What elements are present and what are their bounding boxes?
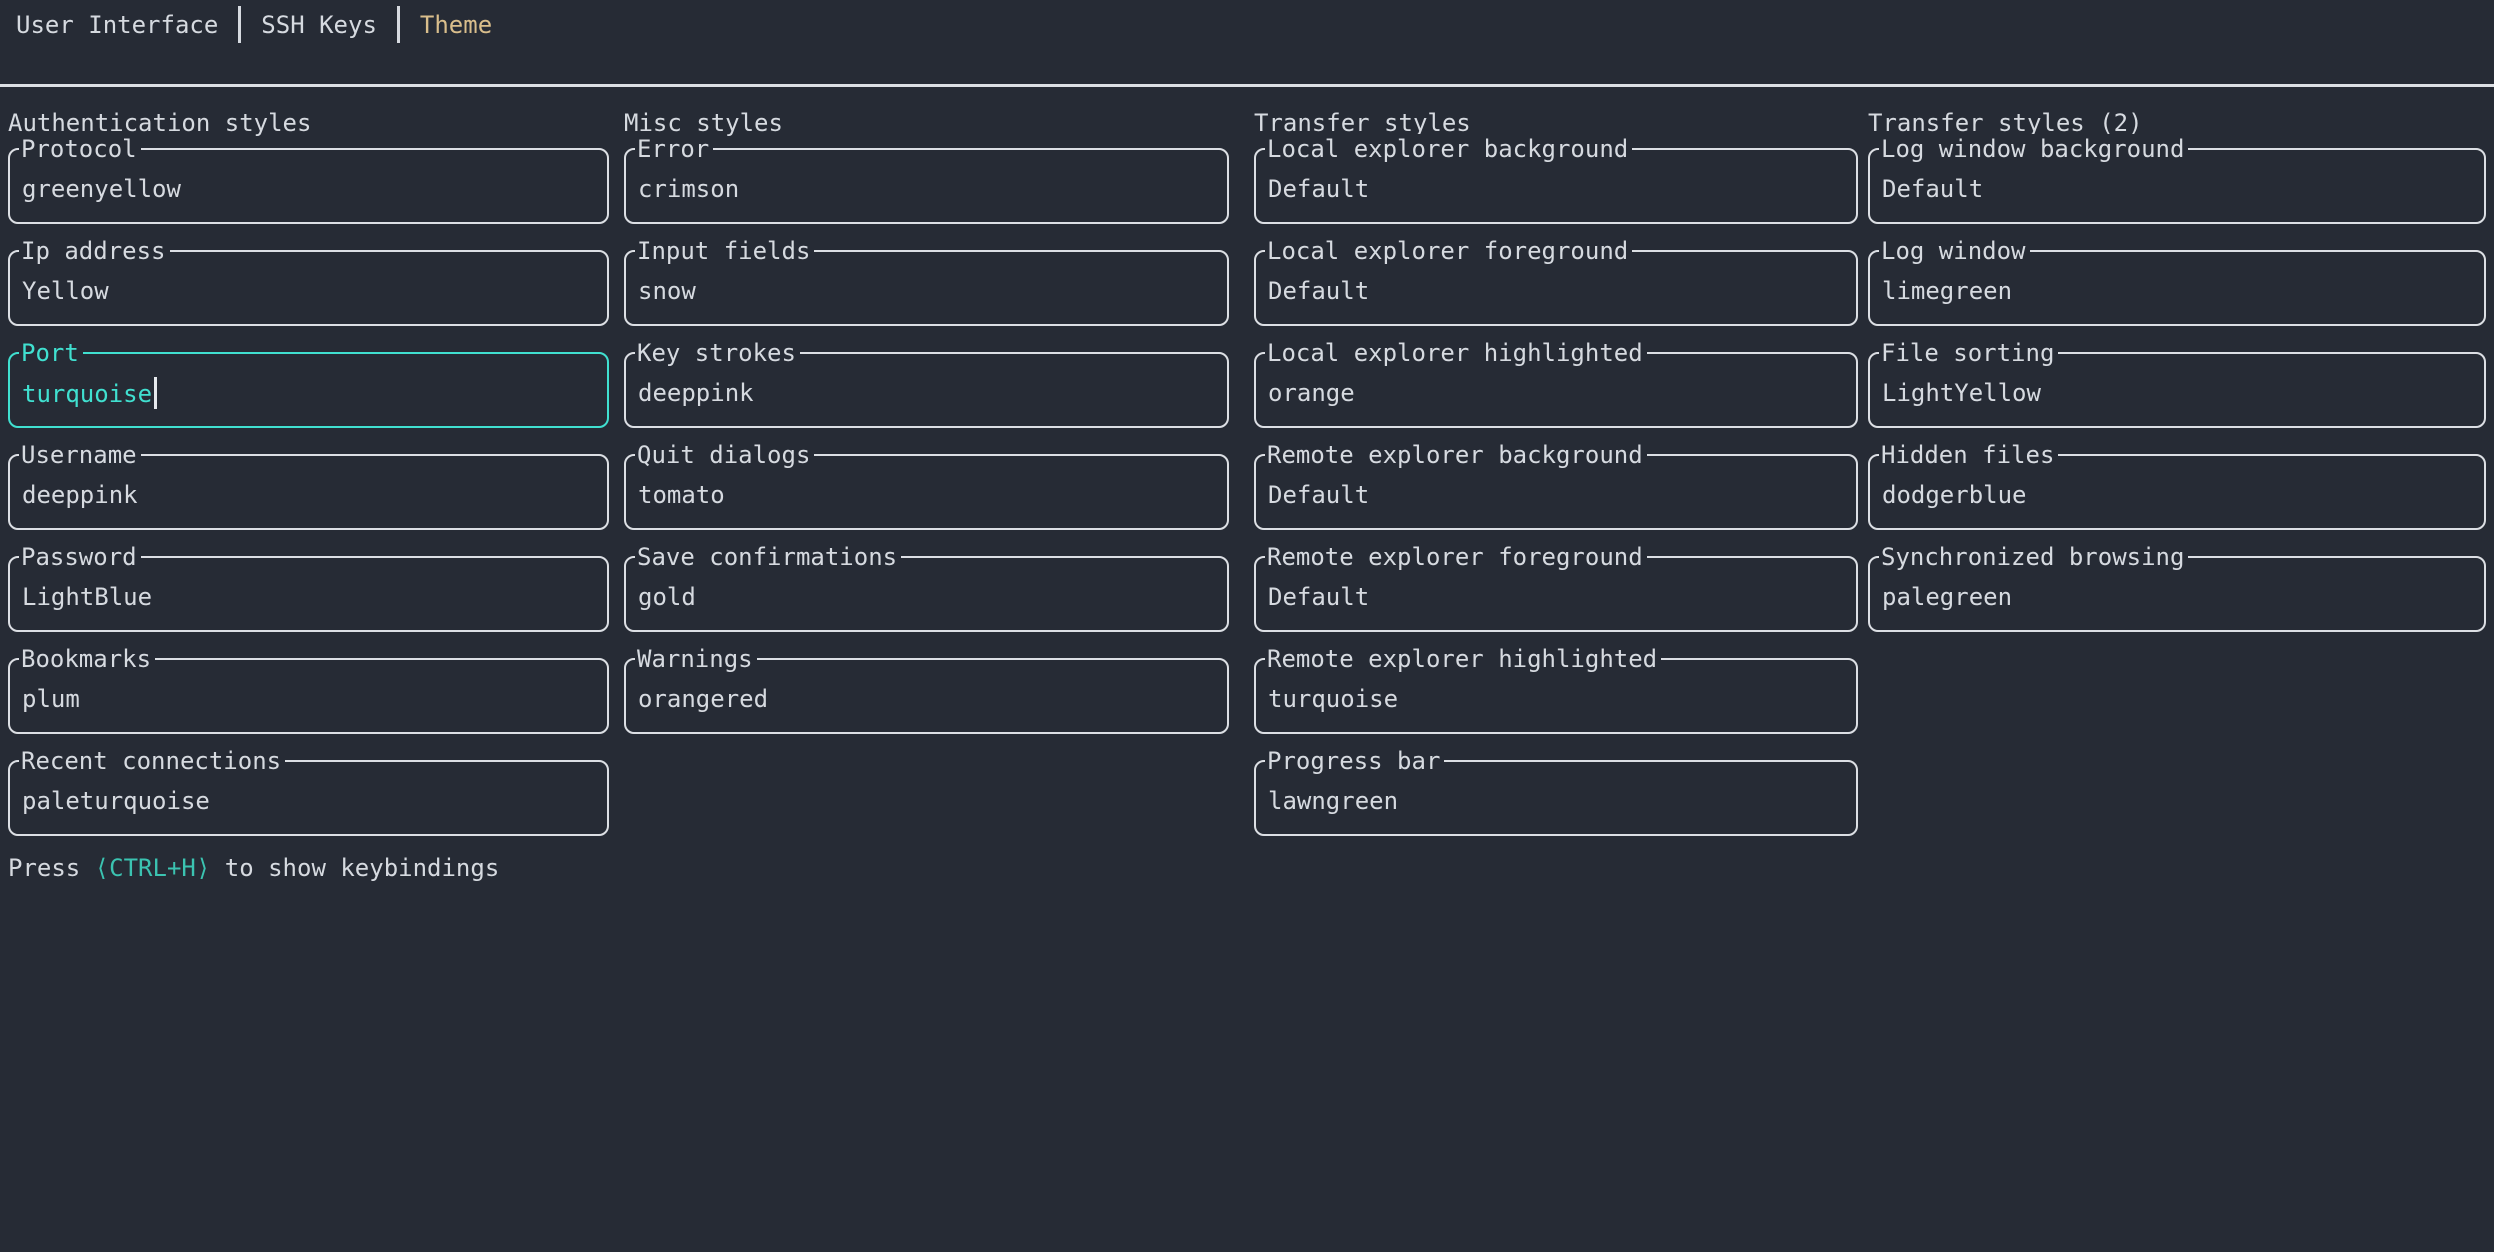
column-title: Transfer styles (2) (1868, 109, 2143, 137)
field-value: Default (1268, 175, 1370, 203)
field-value: Yellow (22, 277, 109, 305)
column-transfer-styles-2: Transfer styles (2) Log window backgroun… (1868, 106, 2486, 658)
field-save-confirmations[interactable]: Save confirmations gold (624, 542, 1229, 632)
keybinding-hint-prefix: Press (8, 854, 95, 882)
field-key-strokes[interactable]: Key strokes deeppink (624, 338, 1229, 428)
field-local-explorer-highlighted[interactable]: Local explorer highlighted orange (1254, 338, 1858, 428)
field-value: lawngreen (1268, 787, 1399, 815)
field-local-explorer-background[interactable]: Local explorer background Default (1254, 134, 1858, 224)
field-label: Warnings (635, 644, 757, 674)
field-label: Save confirmations (635, 542, 902, 572)
tab-user-interface[interactable]: User Interface (16, 10, 219, 39)
field-label: File sorting (1879, 338, 2059, 368)
keybinding-hint: Press ⟨CTRL+H⟩ to show keybindings (8, 851, 499, 885)
field-value: LightBlue (22, 583, 153, 611)
tab-separator-line (0, 84, 2494, 87)
field-hidden-files[interactable]: Hidden files dodgerblue (1868, 440, 2486, 530)
tab-divider (238, 6, 242, 43)
column-title: Misc styles (624, 109, 783, 137)
field-label: Quit dialogs (635, 440, 815, 470)
field-value: LightYellow (1882, 379, 2041, 407)
field-label: Hidden files (1879, 440, 2059, 470)
column-title: Authentication styles (8, 109, 312, 137)
field-value: Default (1268, 277, 1370, 305)
field-label: Remote explorer foreground (1265, 542, 1647, 572)
field-value: limegreen (1882, 277, 2013, 305)
field-value: orangered (638, 685, 769, 713)
keybinding-hint-suffix: to show keybindings (210, 854, 500, 882)
field-label: Remote explorer background (1265, 440, 1647, 470)
field-warnings[interactable]: Warnings orangered (624, 644, 1229, 734)
field-value: gold (638, 583, 696, 611)
field-error[interactable]: Error crimson (624, 134, 1229, 224)
field-remote-explorer-background[interactable]: Remote explorer background Default (1254, 440, 1858, 530)
field-file-sorting[interactable]: File sorting LightYellow (1868, 338, 2486, 428)
field-label: Remote explorer highlighted (1265, 644, 1662, 674)
field-label: Recent connections (19, 746, 286, 776)
field-value: Default (1268, 481, 1370, 509)
column-authentication-styles: Authentication styles Protocol greenyell… (8, 106, 609, 862)
field-remote-explorer-foreground[interactable]: Remote explorer foreground Default (1254, 542, 1858, 632)
field-label: Username (19, 440, 141, 470)
field-quit-dialogs[interactable]: Quit dialogs tomato (624, 440, 1229, 530)
field-value: turquoise (1268, 685, 1399, 713)
field-value: palegreen (1882, 583, 2013, 611)
field-value: Default (1268, 583, 1370, 611)
field-remote-explorer-highlighted[interactable]: Remote explorer highlighted turquoise (1254, 644, 1858, 734)
field-value: snow (638, 277, 696, 305)
field-label: Log window (1879, 236, 2030, 266)
column-misc-styles: Misc styles Error crimson Input fields s… (624, 106, 1229, 760)
field-label: Port (19, 338, 83, 368)
field-log-window-background[interactable]: Log window background Default (1868, 134, 2486, 224)
field-value: orange (1268, 379, 1355, 407)
field-value: crimson (638, 175, 740, 203)
field-username[interactable]: Username deeppink (8, 440, 609, 530)
tab-divider (396, 6, 400, 43)
field-label: Local explorer foreground (1265, 236, 1633, 266)
ctrl-h-key: ⟨CTRL+H⟩ (94, 854, 211, 882)
field-label: Local explorer highlighted (1265, 338, 1647, 368)
field-local-explorer-foreground[interactable]: Local explorer foreground Default (1254, 236, 1858, 326)
field-password[interactable]: Password LightBlue (8, 542, 609, 632)
field-label: Local explorer background (1265, 134, 1633, 164)
field-label: Protocol (19, 134, 141, 164)
field-label: Log window background (1879, 134, 2189, 164)
field-value: Default (1882, 175, 1984, 203)
field-bookmarks[interactable]: Bookmarks plum (8, 644, 609, 734)
field-ip-address[interactable]: Ip address Yellow (8, 236, 609, 326)
field-label: Password (19, 542, 141, 572)
field-log-window[interactable]: Log window limegreen (1868, 236, 2486, 326)
field-value: turquoise (22, 380, 153, 408)
field-label: Error (635, 134, 714, 164)
tab-ssh-keys[interactable]: SSH Keys (261, 10, 377, 39)
column-transfer-styles: Transfer styles Local explorer backgroun… (1254, 106, 1858, 862)
field-label: Key strokes (635, 338, 800, 368)
field-label: Bookmarks (19, 644, 156, 674)
field-value: deeppink (638, 379, 754, 407)
tab-theme[interactable]: Theme (419, 10, 493, 39)
tab-bar: User Interface SSH Keys Theme (16, 6, 492, 43)
field-value: deeppink (22, 481, 138, 509)
field-label: Ip address (19, 236, 170, 266)
field-label: Input fields (635, 236, 815, 266)
field-label: Synchronized browsing (1879, 542, 2189, 572)
field-input-fields[interactable]: Input fields snow (624, 236, 1229, 326)
field-value: dodgerblue (1882, 481, 2027, 509)
field-synchronized-browsing[interactable]: Synchronized browsing palegreen (1868, 542, 2486, 632)
text-cursor (154, 377, 158, 409)
field-label: Progress bar (1265, 746, 1445, 776)
field-recent-connections[interactable]: Recent connections paleturquoise (8, 746, 609, 836)
field-progress-bar[interactable]: Progress bar lawngreen (1254, 746, 1858, 836)
field-protocol[interactable]: Protocol greenyellow (8, 134, 609, 224)
column-title: Transfer styles (1254, 109, 1471, 137)
field-value: paleturquoise (22, 787, 210, 815)
field-value: greenyellow (22, 175, 181, 203)
field-value: tomato (638, 481, 725, 509)
field-port[interactable]: Port turquoise (8, 338, 609, 428)
field-value: plum (22, 685, 80, 713)
